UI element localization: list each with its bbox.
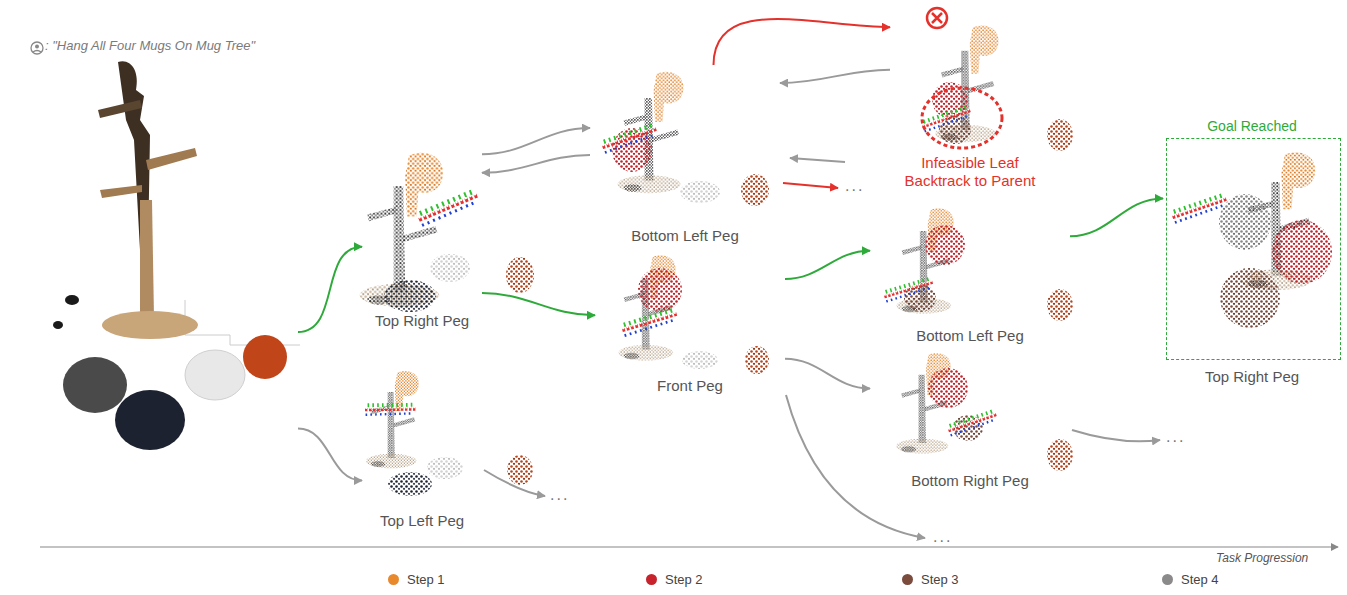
- legend-text: Step 3: [921, 572, 959, 587]
- scene-node: Bottom Left Peg: [590, 65, 780, 245]
- legend-swatch: [388, 574, 399, 585]
- legend-swatch: [1162, 574, 1173, 585]
- node-caption: Top Right Peg: [1205, 368, 1299, 386]
- legend-text: Step 1: [407, 572, 445, 587]
- search-arrow: [785, 251, 870, 279]
- node-caption: Top Right Peg: [375, 312, 469, 330]
- ellipsis: ...: [933, 528, 952, 546]
- node-caption: Top Left Peg: [380, 512, 464, 530]
- node-caption: Infeasible Leaf Backtrack to Parent: [895, 154, 1045, 190]
- scene-node: Top Left Peg: [362, 365, 482, 530]
- search-arrow: [298, 247, 362, 332]
- ellipsis: ...: [550, 486, 569, 504]
- node-caption: Bottom Left Peg: [916, 327, 1024, 345]
- legend-swatch: [646, 574, 657, 585]
- scene-node: Front Peg: [595, 250, 785, 395]
- legend-item: Step 1: [388, 572, 445, 587]
- legend-swatch: [902, 574, 913, 585]
- search-arrow: [482, 128, 590, 154]
- node-caption: Front Peg: [657, 377, 723, 395]
- axis-label: Task Progression: [1216, 551, 1308, 565]
- legend-item: Step 2: [646, 572, 703, 587]
- scene-node: Top Right Peg: [362, 145, 482, 330]
- search-arrow: [785, 359, 870, 389]
- infeasible-leaf: Infeasible Leaf Backtrack to Parent: [890, 5, 1050, 190]
- search-arrow: [780, 70, 890, 83]
- search-arrow: [482, 155, 590, 173]
- goal-frame: [1166, 138, 1341, 360]
- search-arrow: [1070, 198, 1163, 236]
- node-caption: Bottom Right Peg: [911, 472, 1029, 490]
- initial-scene: : "Hang All Four Mugs On Mug Tree": [28, 38, 298, 458]
- scene-node: Bottom Right Peg: [870, 345, 1070, 490]
- goal-node: Goal ReachedTop Right Peg: [1163, 118, 1341, 386]
- ellipsis: ...: [1166, 428, 1185, 446]
- instruction-text: : "Hang All Four Mugs On Mug Tree": [45, 38, 255, 54]
- search-arrow: [298, 429, 362, 481]
- legend-item: Step 4: [1162, 572, 1219, 587]
- legend-item: Step 3: [902, 572, 959, 587]
- ellipsis: ...: [845, 177, 864, 195]
- legend-text: Step 4: [1181, 572, 1219, 587]
- goal-heading: Goal Reached: [1207, 118, 1297, 135]
- node-caption: Bottom Left Peg: [631, 227, 739, 245]
- scene-node: Bottom Left Peg: [870, 200, 1070, 345]
- legend-text: Step 2: [665, 572, 703, 587]
- search-arrow: [714, 19, 891, 65]
- initial-photo: [31, 42, 300, 450]
- search-arrow: [482, 293, 595, 315]
